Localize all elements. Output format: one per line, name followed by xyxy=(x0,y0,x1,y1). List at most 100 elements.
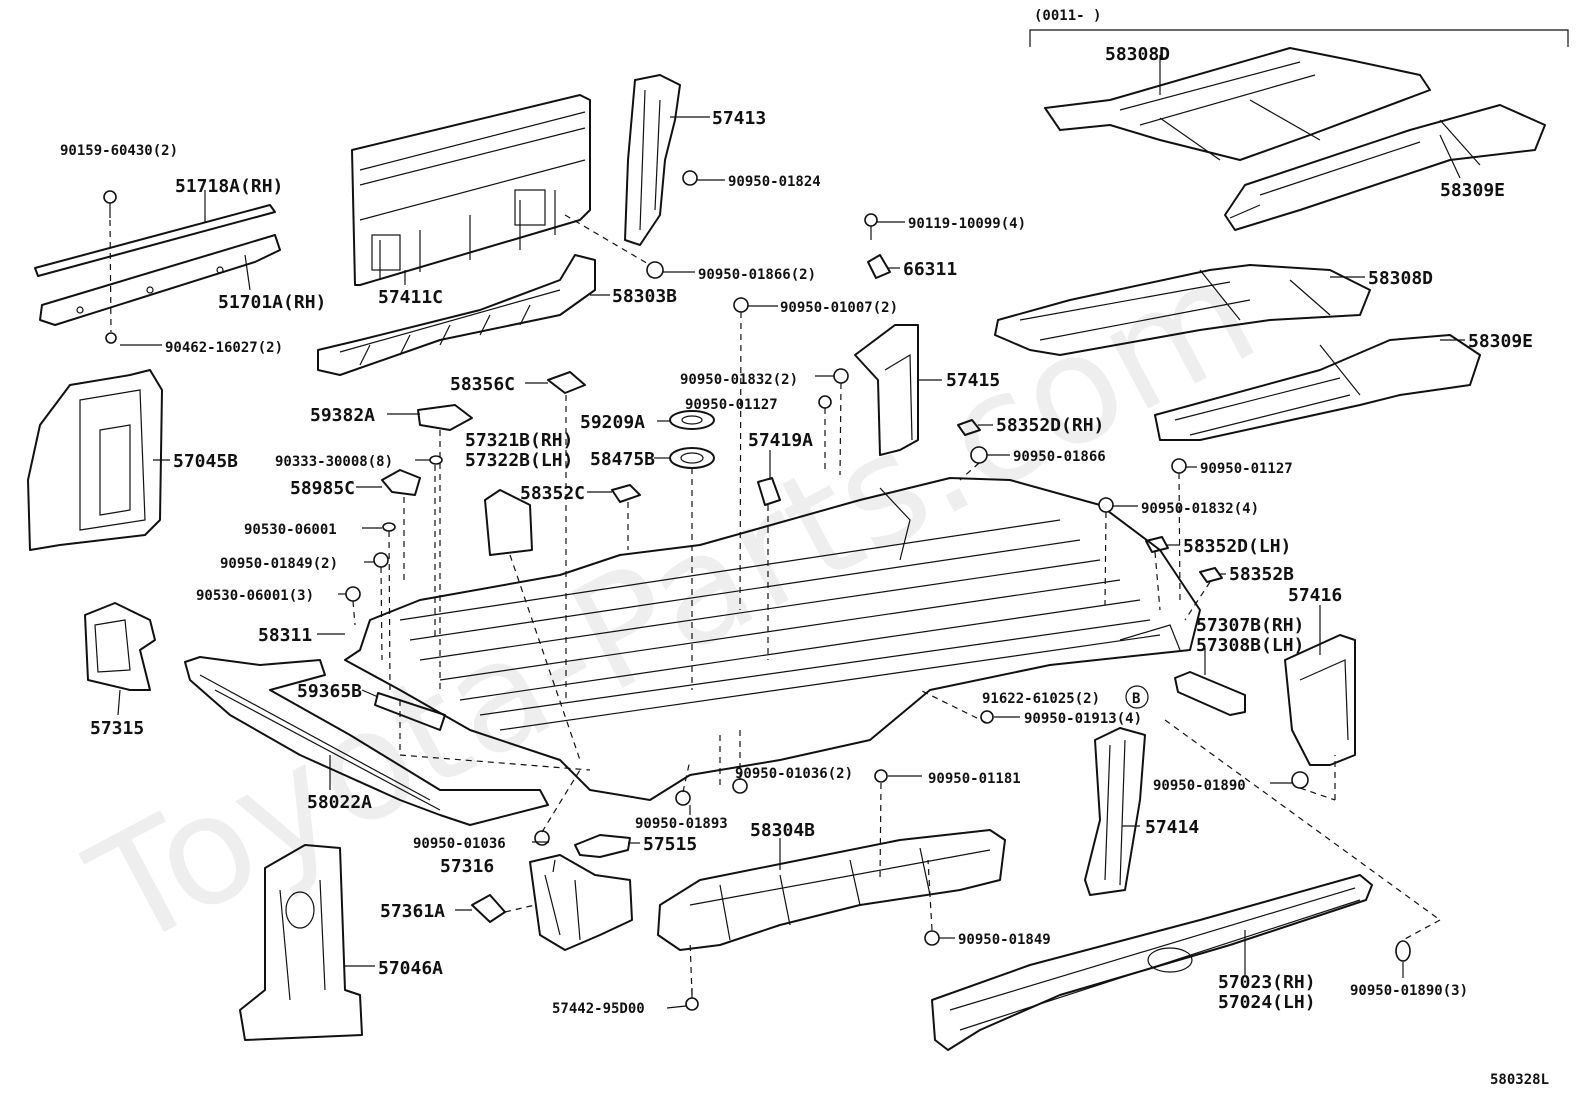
plug-90950-01007[interactable] xyxy=(733,297,749,313)
plug-90950-01890[interactable] xyxy=(1291,771,1309,789)
part-59209a[interactable] xyxy=(669,410,715,430)
label-57515[interactable]: 57515 xyxy=(643,834,697,855)
label-58352d-rh[interactable]: 58352D(RH) xyxy=(996,415,1104,436)
label-58303b[interactable]: 58303B xyxy=(612,286,677,307)
part-58304b[interactable] xyxy=(657,829,1006,951)
clip-90950-01824[interactable] xyxy=(682,170,698,186)
part-57416[interactable] xyxy=(1284,634,1356,766)
part-58308d[interactable] xyxy=(994,264,1371,356)
part-57419a[interactable] xyxy=(757,477,781,506)
bolt-90159-60430[interactable] xyxy=(103,190,117,218)
label-57411c[interactable]: 57411C xyxy=(378,287,443,308)
label-66311[interactable]: 66311 xyxy=(903,259,957,280)
label-91622-61025[interactable]: 91622-61025(2) xyxy=(982,691,1100,707)
label-57307b[interactable]: 57307B(RH) xyxy=(1196,615,1304,636)
part-57415[interactable] xyxy=(854,324,919,456)
label-57045b[interactable]: 57045B xyxy=(173,451,238,472)
part-57023-57024[interactable] xyxy=(931,874,1373,1051)
part-57515[interactable] xyxy=(574,834,631,858)
label-59382a[interactable]: 59382A xyxy=(310,405,375,426)
plug-90950-01893[interactable] xyxy=(675,790,691,806)
label-58352b[interactable]: 58352B xyxy=(1229,564,1294,585)
label-90950-01832-2[interactable]: 90950-01832(2) xyxy=(680,372,798,388)
plug-90950-01832-4[interactable] xyxy=(1098,497,1114,513)
label-58475b[interactable]: 58475B xyxy=(590,449,655,470)
clip-90462-16027[interactable] xyxy=(105,332,117,344)
label-90950-01913[interactable]: 90950-01913(4) xyxy=(1024,711,1142,727)
label-90950-01824[interactable]: 90950-01824 xyxy=(728,174,821,190)
label-90530-06001-a[interactable]: 90530-06001 xyxy=(244,522,337,538)
part-57413[interactable] xyxy=(624,74,681,246)
label-57046a[interactable]: 57046A xyxy=(378,958,443,979)
label-59365b[interactable]: 59365B xyxy=(297,681,362,702)
label-90950-01866-2[interactable]: 90950-01866(2) xyxy=(698,267,816,283)
label-58309e[interactable]: 58309E xyxy=(1468,331,1533,352)
plug-90950-01849[interactable] xyxy=(924,930,940,946)
label-90530-06001-3[interactable]: 90530-06001(3) xyxy=(196,588,314,604)
plug-90950-01832-2[interactable] xyxy=(833,368,849,384)
part-51701a[interactable] xyxy=(39,234,281,326)
part-57315[interactable] xyxy=(84,602,156,691)
part-59382a[interactable] xyxy=(417,404,473,431)
label-90950-01849[interactable]: 90950-01849 xyxy=(958,932,1051,948)
plug-90950-01036[interactable] xyxy=(534,830,550,846)
label-57414[interactable]: 57414 xyxy=(1145,817,1199,838)
part-58352d-lh[interactable] xyxy=(1145,536,1169,553)
part-57045b[interactable] xyxy=(27,369,163,551)
part-58309e-top[interactable] xyxy=(1224,104,1546,231)
label-57322b[interactable]: 57322B(LH) xyxy=(465,450,573,471)
label-58022a[interactable]: 58022A xyxy=(307,792,372,813)
part-51718a[interactable] xyxy=(34,204,276,277)
part-57361a[interactable] xyxy=(471,894,506,923)
label-58356c[interactable]: 58356C xyxy=(450,374,515,395)
label-90333-30008[interactable]: 90333-30008(8) xyxy=(275,454,393,470)
label-90950-01036-2[interactable]: 90950-01036(2) xyxy=(735,766,853,782)
label-57415[interactable]: 57415 xyxy=(946,370,1000,391)
label-57024[interactable]: 57024(LH) xyxy=(1218,992,1316,1013)
label-90950-01127-b[interactable]: 90950-01127 xyxy=(1200,461,1293,477)
part-57316[interactable] xyxy=(529,854,633,951)
plug-90950-01890-3[interactable] xyxy=(1395,940,1411,962)
plug-90950-01127-b[interactable] xyxy=(1171,458,1187,474)
part-57414[interactable] xyxy=(1084,727,1146,896)
label-90950-01127-a[interactable]: 90950-01127 xyxy=(685,397,778,413)
label-59209a[interactable]: 59209A xyxy=(580,412,645,433)
label-57315[interactable]: 57315 xyxy=(90,718,144,739)
label-57413[interactable]: 57413 xyxy=(712,108,766,129)
part-58303b[interactable] xyxy=(317,254,596,376)
part-58475b[interactable] xyxy=(669,447,715,469)
label-57316[interactable]: 57316 xyxy=(440,856,494,877)
part-57046a[interactable] xyxy=(239,844,363,1041)
label-57419a[interactable]: 57419A xyxy=(748,430,813,451)
plug-90950-01127-a[interactable] xyxy=(818,395,832,409)
part-58352d-rh[interactable] xyxy=(957,419,981,436)
part-59365b[interactable] xyxy=(374,692,446,731)
label-51718a[interactable]: 51718A(RH) xyxy=(175,176,283,197)
bolt-90119-10099[interactable] xyxy=(864,213,878,240)
label-57023[interactable]: 57023(RH) xyxy=(1218,972,1316,993)
plug-90950-01849-2[interactable] xyxy=(373,552,389,568)
plug-90530-06001-3[interactable] xyxy=(345,586,361,602)
part-58022a[interactable] xyxy=(184,656,549,826)
clip-90530-06001-a[interactable] xyxy=(382,522,396,532)
label-58308d[interactable]: 58308D xyxy=(1368,268,1433,289)
label-58352d-lh[interactable]: 58352D(LH) xyxy=(1183,536,1291,557)
label-90950-01849-2[interactable]: 90950-01849(2) xyxy=(220,556,338,572)
part-58352b[interactable] xyxy=(1199,567,1223,583)
label-90462-16027[interactable]: 90462-16027(2) xyxy=(165,340,283,356)
part-57307b[interactable] xyxy=(1174,671,1246,716)
bolt-57442-95d00[interactable] xyxy=(685,988,699,1011)
part-58985c[interactable] xyxy=(381,469,421,496)
part-66311[interactable] xyxy=(867,254,891,279)
part-58352c[interactable] xyxy=(611,484,641,503)
part-58311-floor-pan[interactable] xyxy=(344,477,1201,801)
label-58985c[interactable]: 58985C xyxy=(290,478,355,499)
label-57442-95d00[interactable]: 57442-95D00 xyxy=(552,1001,645,1017)
label-58311[interactable]: 58311 xyxy=(258,625,312,646)
label-90950-01181[interactable]: 90950-01181 xyxy=(928,771,1021,787)
plug-90950-01866[interactable] xyxy=(970,446,988,464)
label-58352c[interactable]: 58352C xyxy=(520,483,585,504)
label-57361a[interactable]: 57361A xyxy=(380,901,445,922)
label-90159-60430[interactable]: 90159-60430(2) xyxy=(60,143,178,159)
label-90950-01890[interactable]: 90950-01890 xyxy=(1153,778,1246,794)
